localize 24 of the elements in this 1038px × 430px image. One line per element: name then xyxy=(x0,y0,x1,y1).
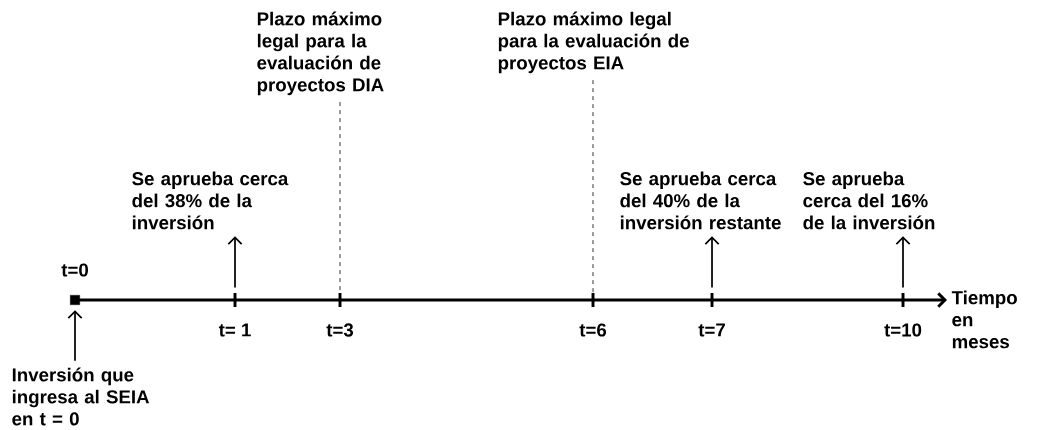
start-marker xyxy=(70,295,80,305)
annotation-text: Plazo máximo legal para la evaluación de proyectos DIA xyxy=(257,11,384,96)
axis-tick xyxy=(710,293,714,307)
arrow xyxy=(704,236,720,289)
tick-label: t=6 xyxy=(579,323,607,337)
tick-label: t=10 xyxy=(884,323,922,337)
annotation-text: Se aprueba cerca del 38% de la inversión xyxy=(132,171,289,230)
annotation-text: Inversión que ingresa al SEIA en t = 0 xyxy=(12,367,150,426)
axis-tick xyxy=(901,293,905,307)
axis-tick xyxy=(338,293,342,307)
annotation-text: Se aprueba cerca del 40% de la inversión restante xyxy=(620,171,781,230)
leader-line xyxy=(592,79,594,294)
arrow xyxy=(227,236,243,289)
axis-label: Tiempo en meses xyxy=(951,290,1017,349)
annotation-text: Se aprueba cerca del 16% de la inversión xyxy=(803,171,935,230)
axis-tick xyxy=(233,293,237,307)
annotation-text: Plazo máximo legal para la evaluación de proyectos EIA xyxy=(498,11,689,74)
tick-label: t=7 xyxy=(698,323,725,337)
tick-label: t=0 xyxy=(61,263,88,277)
arrow xyxy=(67,310,83,362)
arrow xyxy=(895,236,911,289)
tick-label: t=3 xyxy=(326,323,354,337)
axis-tick xyxy=(591,293,595,307)
tick-label: t= 1 xyxy=(218,323,251,337)
